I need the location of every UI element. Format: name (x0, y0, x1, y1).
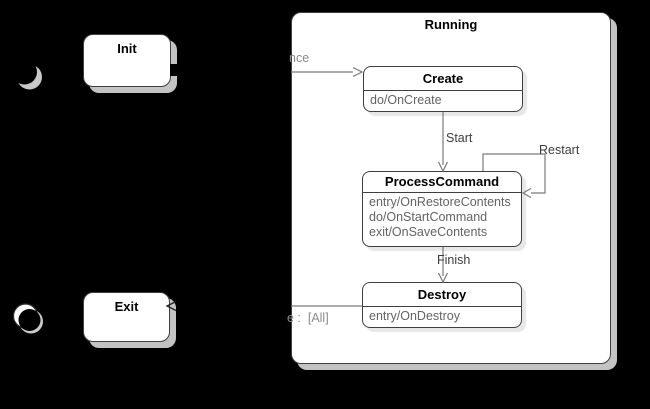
state-destroy[interactable]: Destroy entry/OnDestroy (362, 282, 522, 328)
state-running-title: Running (424, 17, 478, 32)
initial-state-marker-icon[interactable] (12, 59, 42, 90)
state-init-title: Init (117, 41, 137, 56)
transition-label-start: Start (446, 131, 473, 145)
state-process-command-action: entry/OnRestoreContents (369, 195, 511, 209)
state-process-command-action: do/OnStartCommand (369, 210, 488, 224)
state-create-action: do/OnCreate (370, 93, 442, 107)
transition-label-destroy-to-exit: e : [All] (287, 311, 329, 325)
transition-label-init-to-create: nce (289, 51, 310, 65)
state-destroy-action: entry/OnDestroy (369, 309, 461, 323)
state-exit-title: Exit (114, 299, 139, 314)
state-process-command-action: exit/OnSaveContents (369, 225, 488, 239)
state-init[interactable]: Init (83, 34, 171, 87)
final-state-marker-icon[interactable] (12, 303, 44, 334)
state-create-title: Create (364, 67, 522, 91)
transition-label-restart: Restart (539, 143, 580, 157)
state-create[interactable]: Create do/OnCreate (363, 66, 523, 112)
state-exit[interactable]: Exit (83, 292, 170, 342)
transition-label-finish: Finish (437, 253, 471, 267)
state-destroy-title: Destroy (363, 283, 521, 307)
state-process-command[interactable]: ProcessCommand entry/OnRestoreContents d… (362, 171, 522, 247)
state-process-command-title: ProcessCommand (363, 172, 521, 193)
